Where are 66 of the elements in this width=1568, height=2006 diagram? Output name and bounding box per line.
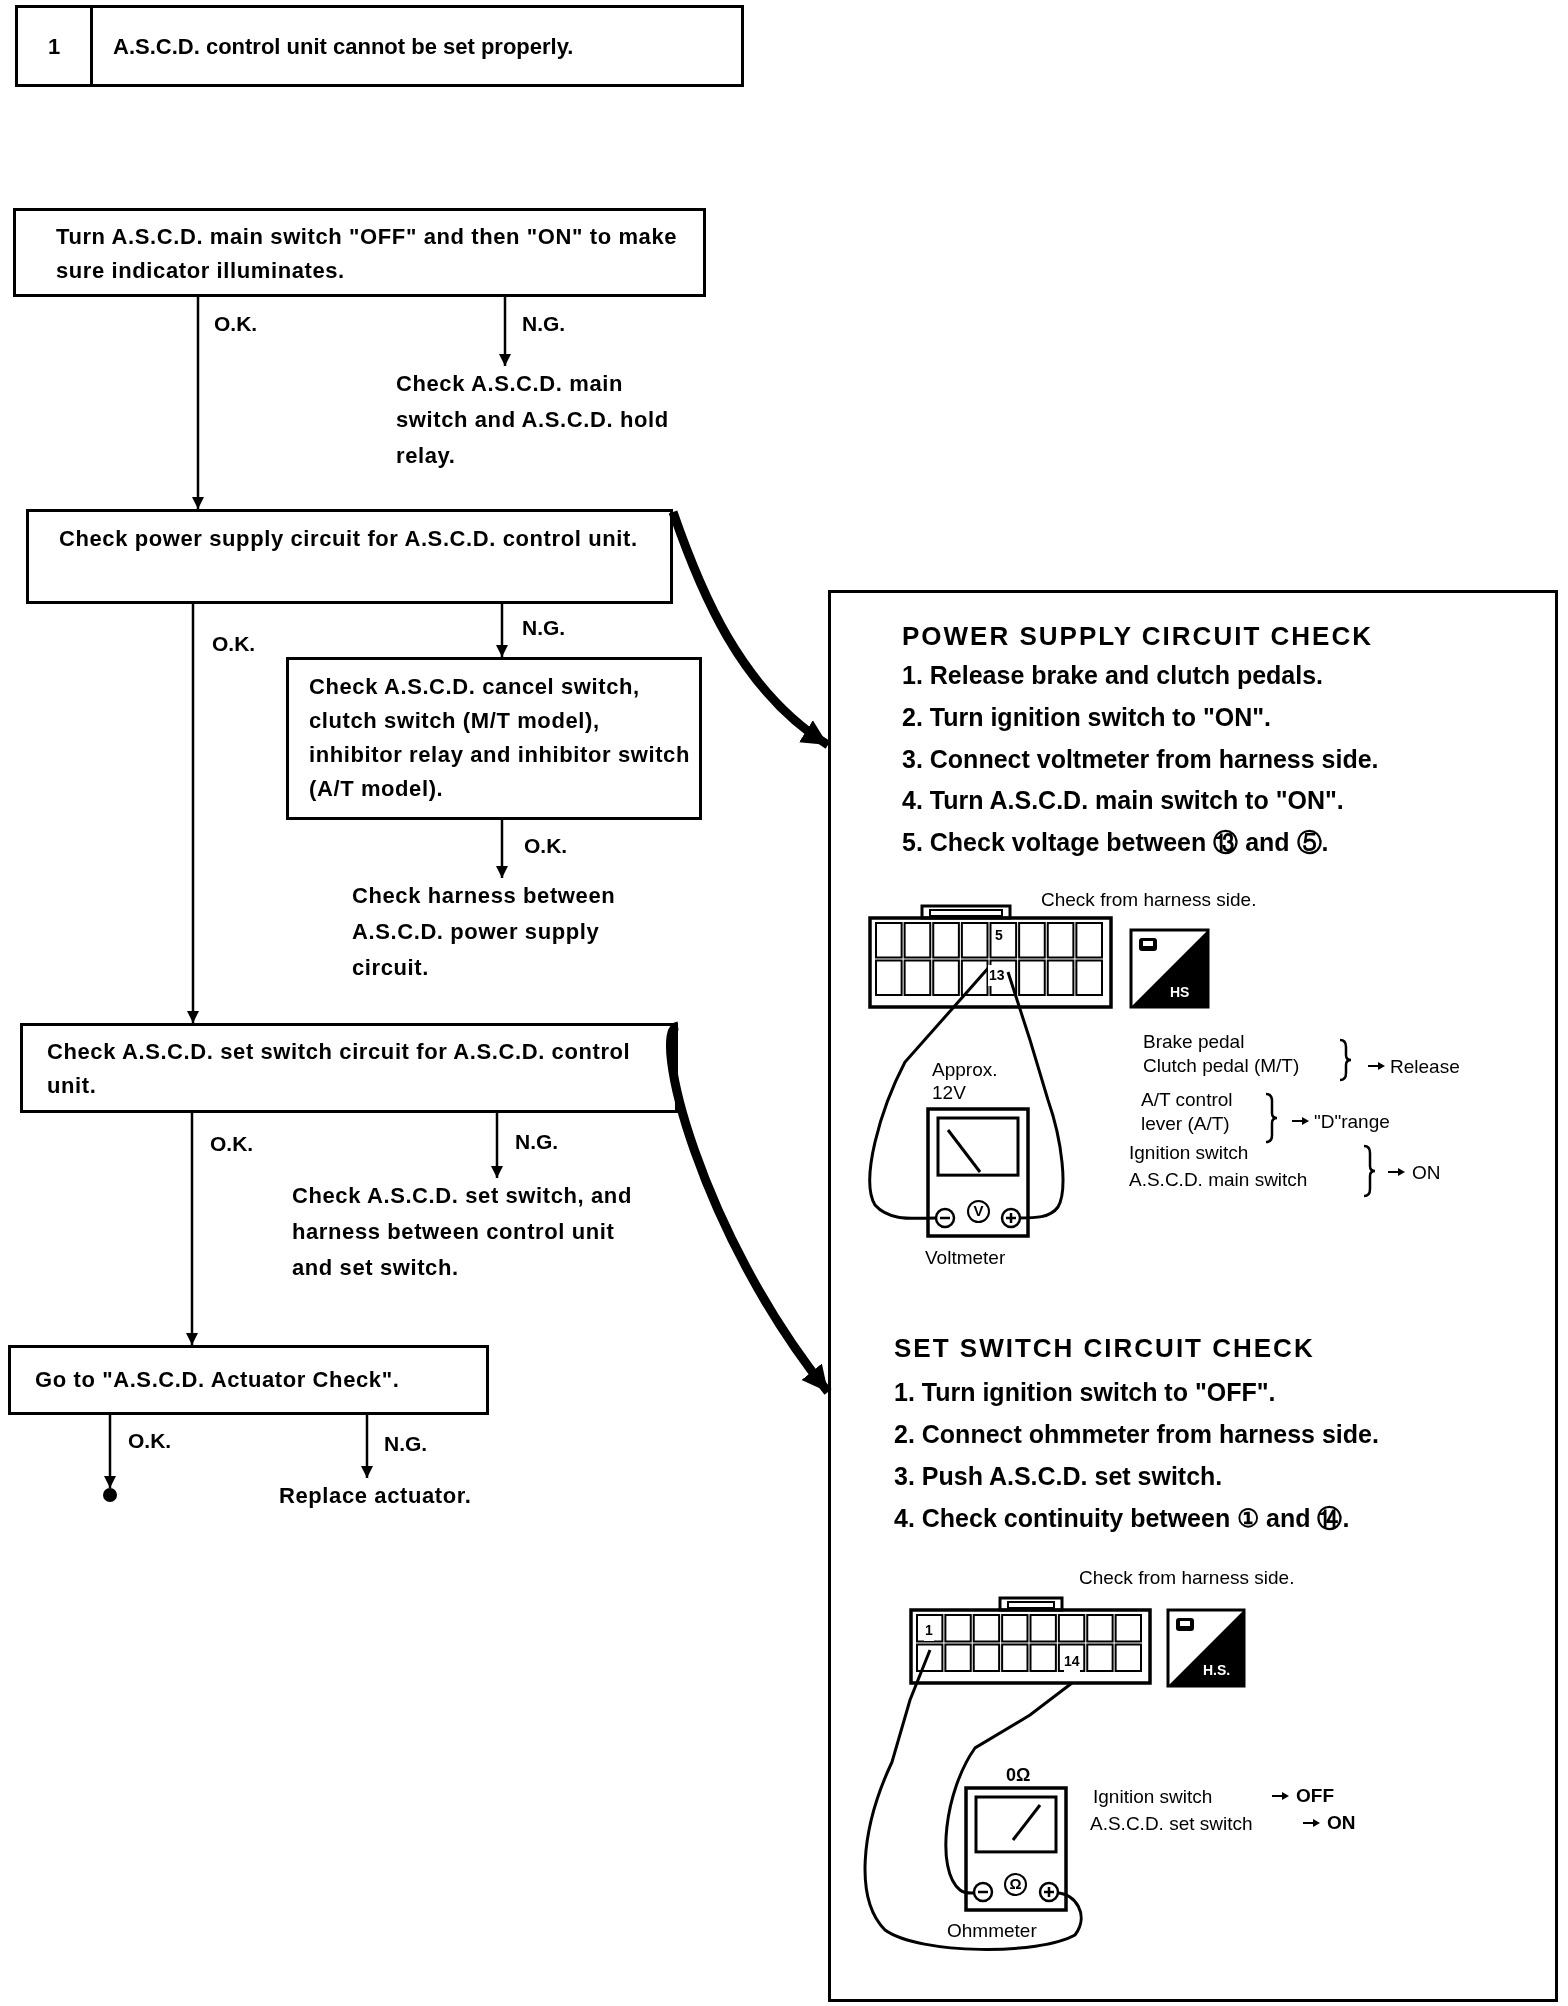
icon-label: H.S. xyxy=(1203,1661,1231,1680)
condition-value: ON xyxy=(1412,1161,1441,1185)
meter-symbol: V xyxy=(967,1200,990,1223)
condition-label: Clutch pedal (M/T) xyxy=(1143,1054,1300,1077)
step-text: 2. Connect ohmmeter from harness side. xyxy=(894,1419,1379,1450)
arrow xyxy=(186,1113,198,1345)
curved-arrow xyxy=(668,510,831,749)
condition-label: Brake pedal xyxy=(1143,1030,1245,1053)
step-text: 3. Connect voltmeter from harness side. xyxy=(902,744,1379,775)
condition-value: "D"range xyxy=(1314,1110,1390,1134)
meter-symbol: Ω xyxy=(1004,1873,1027,1896)
panel-heading: POWER SUPPLY CIRCUIT CHECK xyxy=(902,620,1373,653)
edge-label: N.G. xyxy=(515,1129,559,1155)
reading-label: 0Ω xyxy=(1006,1764,1031,1787)
edge-label: O.K. xyxy=(128,1428,172,1454)
condition-value: ON xyxy=(1327,1811,1356,1835)
arrow xyxy=(496,604,508,657)
process-box: Check power supply circuit for A.S.C.D. control unit. xyxy=(26,509,673,604)
edge-label: N.G. xyxy=(384,1431,428,1457)
pin-number: 13 xyxy=(988,965,1006,986)
action-text: Check harness between A.S.C.D. power supply circuit. xyxy=(352,878,652,986)
voltage-label: Approx. 12V xyxy=(932,1058,999,1104)
action-text: Check A.S.C.D. set switch, and harness between control unit and set switch. xyxy=(292,1178,662,1286)
arrow xyxy=(187,604,199,1023)
condition-value: Release xyxy=(1390,1055,1460,1079)
step-text: 3. Push A.S.C.D. set switch. xyxy=(894,1461,1223,1492)
panel-heading: SET SWITCH CIRCUIT CHECK xyxy=(894,1332,1315,1365)
condition-label: A.S.C.D. set switch xyxy=(1090,1812,1253,1836)
condition-label: A/T control lever (A/T) xyxy=(1141,1088,1234,1136)
problem-box xyxy=(15,5,744,87)
action-text: Check A.S.C.D. main switch and A.S.C.D. hold relay. xyxy=(396,366,681,474)
step-text: 1. Turn ignition switch to "OFF". xyxy=(894,1377,1276,1408)
step-text: 1. Release brake and clutch pedals. xyxy=(902,660,1324,691)
edge-label: N.G. xyxy=(522,615,566,641)
caption: Check from harness side. xyxy=(1079,1566,1295,1590)
step-text: 5. Check voltage between ⑬ and ⑤. xyxy=(902,827,1329,858)
arrow xyxy=(499,297,511,366)
problem-title: A.S.C.D. control unit cannot be set properly. xyxy=(112,32,574,61)
edge-label: O.K. xyxy=(210,1131,254,1157)
problem-number: 1 xyxy=(18,8,93,84)
arrow xyxy=(104,1415,116,1488)
process-box: Turn A.S.C.D. main switch "OFF" and then "ON" to make sure indicator illuminates. xyxy=(13,208,706,297)
edge-label: O.K. xyxy=(212,631,256,657)
process-box: Go to "A.S.C.D. Actuator Check". xyxy=(8,1345,489,1415)
condition-label: Ignition switch xyxy=(1093,1785,1213,1809)
icon-label: HS xyxy=(1170,983,1190,1002)
arrow xyxy=(361,1415,373,1478)
arrow xyxy=(192,297,204,509)
meter-label: Voltmeter xyxy=(925,1246,1006,1270)
check-panel xyxy=(828,590,1558,2002)
edge-label: N.G. xyxy=(522,311,566,337)
condition-value: OFF xyxy=(1296,1784,1334,1808)
arrow xyxy=(496,820,508,878)
edge-label: O.K. xyxy=(524,833,568,859)
step-text: 4. Check continuity between ① and ⑭. xyxy=(894,1503,1350,1534)
action-text: Replace actuator. xyxy=(279,1478,509,1514)
caption: Check from harness side. xyxy=(1041,888,1257,912)
process-box: Check A.S.C.D. cancel switch, clutch switch (M/T model), inhibitor relay and inhibitor switch (A/T model). xyxy=(286,657,702,820)
step-text: 4. Turn A.S.C.D. main switch to "ON". xyxy=(902,785,1344,816)
condition-label: Ignition switch xyxy=(1129,1141,1249,1165)
condition-label: A.S.C.D. main switch xyxy=(1129,1168,1308,1192)
edge-label: O.K. xyxy=(214,311,258,337)
step-text: 2. Turn ignition switch to "ON". xyxy=(902,702,1272,733)
process-box: Check A.S.C.D. set switch circuit for A.S.C.D. control unit. xyxy=(20,1023,678,1113)
arrow xyxy=(491,1113,503,1178)
meter-label: Ohmmeter xyxy=(947,1919,1037,1943)
